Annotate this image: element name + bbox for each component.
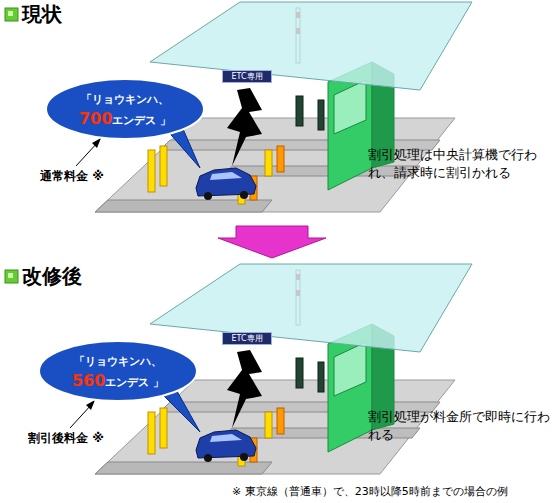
section-heading: 改修後	[22, 263, 132, 290]
bubble-phrase: エンデス 」	[105, 376, 164, 389]
bubble-phrase: 560	[72, 371, 105, 390]
sign-text: ETC専用	[231, 73, 262, 81]
bubble-line: 「リョウキンハ、	[81, 88, 169, 109]
bubble-phrase: 「リョウキンハ、	[81, 93, 169, 106]
bubble-text: 「リョウキンハ、 700エンデス 」	[45, 78, 205, 140]
etc-sign: ETC専用	[222, 332, 272, 345]
bubble-text: 「リョウキンハ、 560エンデス 」	[38, 340, 198, 402]
price-note: 割引後料金 ※	[28, 430, 128, 446]
footnote: ※ 東京線（普通車）で、23時以降5時前までの場合の例	[232, 485, 558, 500]
bubble-ellipse	[46, 79, 204, 139]
section-heading: 現状	[22, 1, 112, 28]
scene-modified	[5, 264, 472, 474]
price-note: 通常料金 ※	[40, 168, 130, 184]
scene-current	[5, 2, 472, 212]
sign-text: ETC専用	[231, 335, 262, 343]
speech-bubble: 「リョウキンハ、 700エンデス 」	[45, 78, 205, 140]
speech-bubble: 「リョウキンハ、 560エンデス 」	[38, 340, 198, 402]
bubble-shape	[38, 340, 198, 402]
bubble-ellipse	[39, 341, 197, 401]
leader-head	[92, 138, 101, 148]
leader-head	[86, 400, 95, 410]
bubble-line: 700エンデス 」	[79, 109, 171, 130]
description-text: 割引処理が料金所で即時に行われる	[368, 408, 550, 443]
bubble-shape	[45, 78, 205, 140]
transition-arrow	[218, 226, 326, 258]
bubble-line: 「リョウキンハ、	[74, 350, 162, 371]
bubble-line: 560エンデス 」	[72, 371, 164, 392]
bubble-phrase: 700	[79, 109, 112, 128]
bubble-phrase: エンデス 」	[112, 114, 171, 127]
description-text: 割引処理は中央計算機で行われ、請求時に割引かれる	[368, 146, 550, 181]
bubble-phrase: 「リョウキンハ、	[74, 355, 162, 368]
etc-sign: ETC専用	[222, 70, 272, 83]
